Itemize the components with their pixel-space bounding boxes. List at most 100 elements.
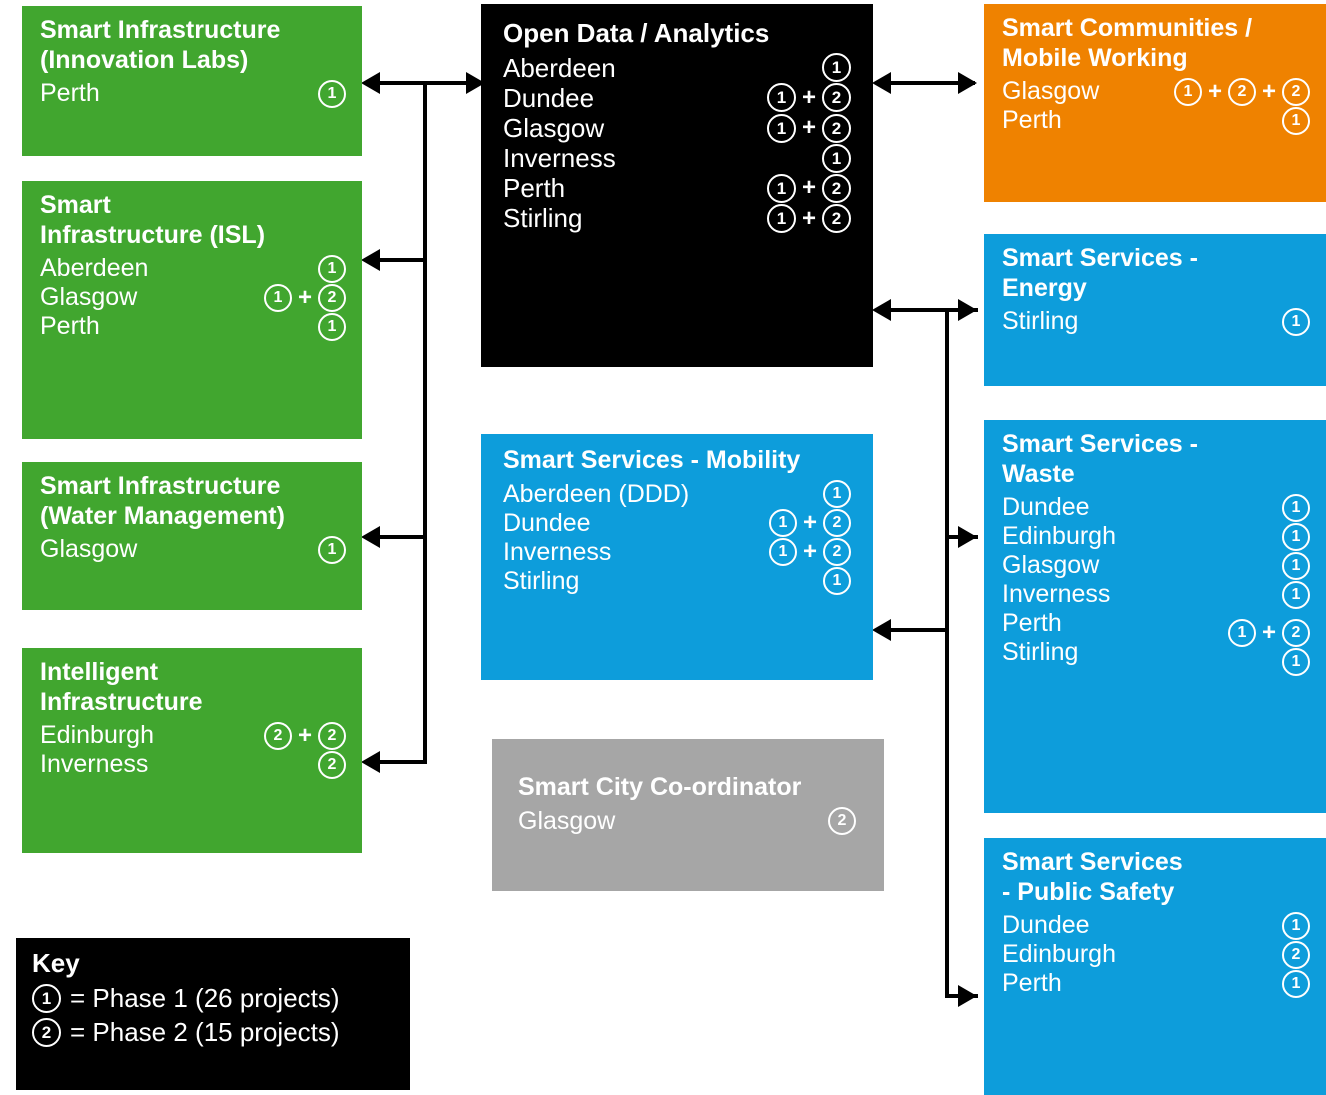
plus-symbol: +	[802, 538, 817, 566]
box-smart-infrastructure-isl[interactable]: Smart Infrastructure (ISL) Aberdeen 1 Gl…	[22, 181, 362, 439]
row-label: Aberdeen (DDD)	[503, 479, 690, 508]
row-perth: Perth 1	[1002, 106, 1310, 135]
phase-badge: 1	[766, 204, 796, 234]
row-badges: 1	[1282, 647, 1310, 676]
row-perth: Perth 1	[1002, 969, 1310, 998]
box-title: Smart Services - Mobility	[503, 446, 801, 474]
plus-symbol: +	[1261, 618, 1276, 646]
plus-symbol: +	[1261, 77, 1276, 105]
left-branch-intelligent	[378, 760, 425, 764]
row-badges: 1	[822, 53, 851, 83]
box-title: Smart Infrastructure (Water Management)	[40, 472, 285, 530]
row-badges: 2	[828, 807, 856, 835]
box-intelligent-infrastructure[interactable]: Intelligent Infrastructure Edinburgh 2 +…	[22, 648, 362, 853]
key-legend: Key 1 = Phase 1 (26 projects) 2 = Phase …	[16, 938, 410, 1090]
box-smart-communities-mobile-working[interactable]: Smart Communities / Mobile Working Glasg…	[984, 4, 1326, 202]
phase-badge: 1	[1282, 522, 1310, 551]
row-label: Glasgow	[40, 535, 138, 563]
row-dundee: Dundee 1 + 2	[503, 509, 851, 538]
row-glasgow: Glasgow 2	[518, 807, 856, 836]
row-label: Glasgow	[1002, 551, 1100, 579]
phase-badge: 1	[768, 538, 797, 566]
row-glasgow: Glasgow 1 + 2	[503, 113, 851, 143]
phase-badge: 1	[32, 984, 61, 1014]
row-glasgow: Glasgow 1	[40, 535, 346, 564]
box-smart-infrastructure-innovation-labs[interactable]: Smart Infrastructure (Innovation Labs) P…	[22, 6, 362, 156]
row-inverness: Inverness 1 + 2	[503, 538, 851, 567]
phase-badge: 1	[823, 567, 851, 595]
plus-symbol: +	[297, 283, 312, 311]
row-label: Inverness	[1002, 580, 1111, 608]
phase-badge: 2	[263, 721, 292, 750]
phase-badge: 1	[1282, 647, 1310, 676]
box-title: Smart City Co-ordinator	[518, 773, 802, 801]
row-badges: 1	[1282, 969, 1310, 998]
phase-badge: 1	[1282, 106, 1310, 135]
row-badges: 1	[318, 79, 346, 108]
row-perth: Perth 1 + 2	[1002, 609, 1310, 647]
row-aberdeen-ddd: Aberdeen (DDD) 1	[503, 480, 851, 509]
row-badges: 1 + 2	[768, 538, 851, 566]
row-badges: 1	[823, 567, 851, 595]
row-label: Perth	[1002, 106, 1062, 134]
row-badges: 1	[1282, 493, 1310, 522]
box-smart-services-public-safety[interactable]: Smart Services - Public Safety Dundee 1 …	[984, 838, 1326, 1095]
key-entry-phase-2: 2 = Phase 2 (15 projects)	[32, 1016, 396, 1050]
box-smart-city-coordinator[interactable]: Smart City Co-ordinator Glasgow 2	[492, 739, 884, 891]
phase-badge: 1	[766, 113, 796, 143]
arrowhead-to-intelligent	[361, 751, 380, 773]
phase-badge: 1	[822, 143, 851, 173]
row-badges: 1 + 2	[766, 173, 851, 203]
row-stirling: Stirling 1	[1002, 307, 1310, 336]
row-stirling: Stirling 1	[503, 567, 851, 596]
arrowhead-to-energy	[958, 299, 977, 321]
row-badges: 2 + 2	[263, 721, 346, 750]
box-smart-services-waste[interactable]: Smart Services - Waste Dundee 1 Edinburg…	[984, 420, 1326, 813]
row-badges: 2	[318, 750, 346, 779]
phase-badge: 2	[318, 283, 346, 312]
phase-badge: 2	[823, 538, 851, 566]
phase-badge: 2	[32, 1018, 61, 1048]
box-smart-services-mobility[interactable]: Smart Services - Mobility Aberdeen (DDD)…	[481, 434, 873, 680]
row-perth: Perth 1	[40, 79, 346, 108]
row-label: Glasgow	[40, 283, 138, 311]
box-title: Smart Services - Waste	[1002, 430, 1198, 488]
row-label: Stirling	[1002, 307, 1079, 335]
row-label: Edinburgh	[40, 721, 154, 749]
row-badges: 1 + 2	[263, 283, 346, 312]
box-title: Smart Services - Public Safety	[1002, 848, 1183, 906]
phase-badge: 1	[318, 312, 346, 341]
phase-badge: 1	[822, 53, 851, 83]
left-trunk-line	[423, 83, 427, 764]
phase-badge: 1	[318, 79, 346, 108]
row-badges: 1 + 2	[766, 113, 851, 143]
row-glasgow: Glasgow 1 + 2 + 2	[1002, 77, 1310, 106]
row-edinburgh: Edinburgh 2	[1002, 940, 1310, 969]
row-aberdeen: Aberdeen 1	[40, 254, 346, 283]
plus-symbol: +	[801, 83, 816, 111]
row-badges: 1 + 2	[766, 83, 851, 113]
phase-badge: 1	[1227, 618, 1256, 647]
arrowhead-to-open-data-right	[872, 72, 891, 94]
box-smart-services-energy[interactable]: Smart Services - Energy Stirling 1	[984, 234, 1326, 386]
plus-symbol: +	[801, 204, 816, 232]
plus-symbol: +	[801, 114, 816, 142]
box-title: Intelligent Infrastructure	[40, 658, 203, 716]
row-perth: Perth 1 + 2	[503, 173, 851, 203]
phase-badge: 1	[1282, 551, 1310, 580]
box-smart-infrastructure-water-management[interactable]: Smart Infrastructure (Water Management) …	[22, 462, 362, 610]
row-stirling: Stirling 1	[1002, 638, 1310, 676]
arrowhead-to-waste	[958, 526, 977, 548]
row-badges: 1	[1282, 522, 1310, 551]
row-stirling: Stirling 1 + 2	[503, 203, 851, 233]
row-inverness: Inverness 1	[503, 143, 851, 173]
row-label: Perth	[1002, 969, 1062, 997]
phase-badge: 1	[766, 83, 796, 113]
box-title: Open Data / Analytics	[503, 18, 770, 48]
box-open-data-analytics[interactable]: Open Data / Analytics Aberdeen 1 Dundee …	[481, 4, 873, 367]
phase-badge: 2	[1227, 77, 1256, 106]
row-inverness: Inverness 2	[40, 750, 346, 779]
arrowhead-to-public-safety	[958, 985, 977, 1007]
row-glasgow: Glasgow 1 + 2	[40, 283, 346, 312]
